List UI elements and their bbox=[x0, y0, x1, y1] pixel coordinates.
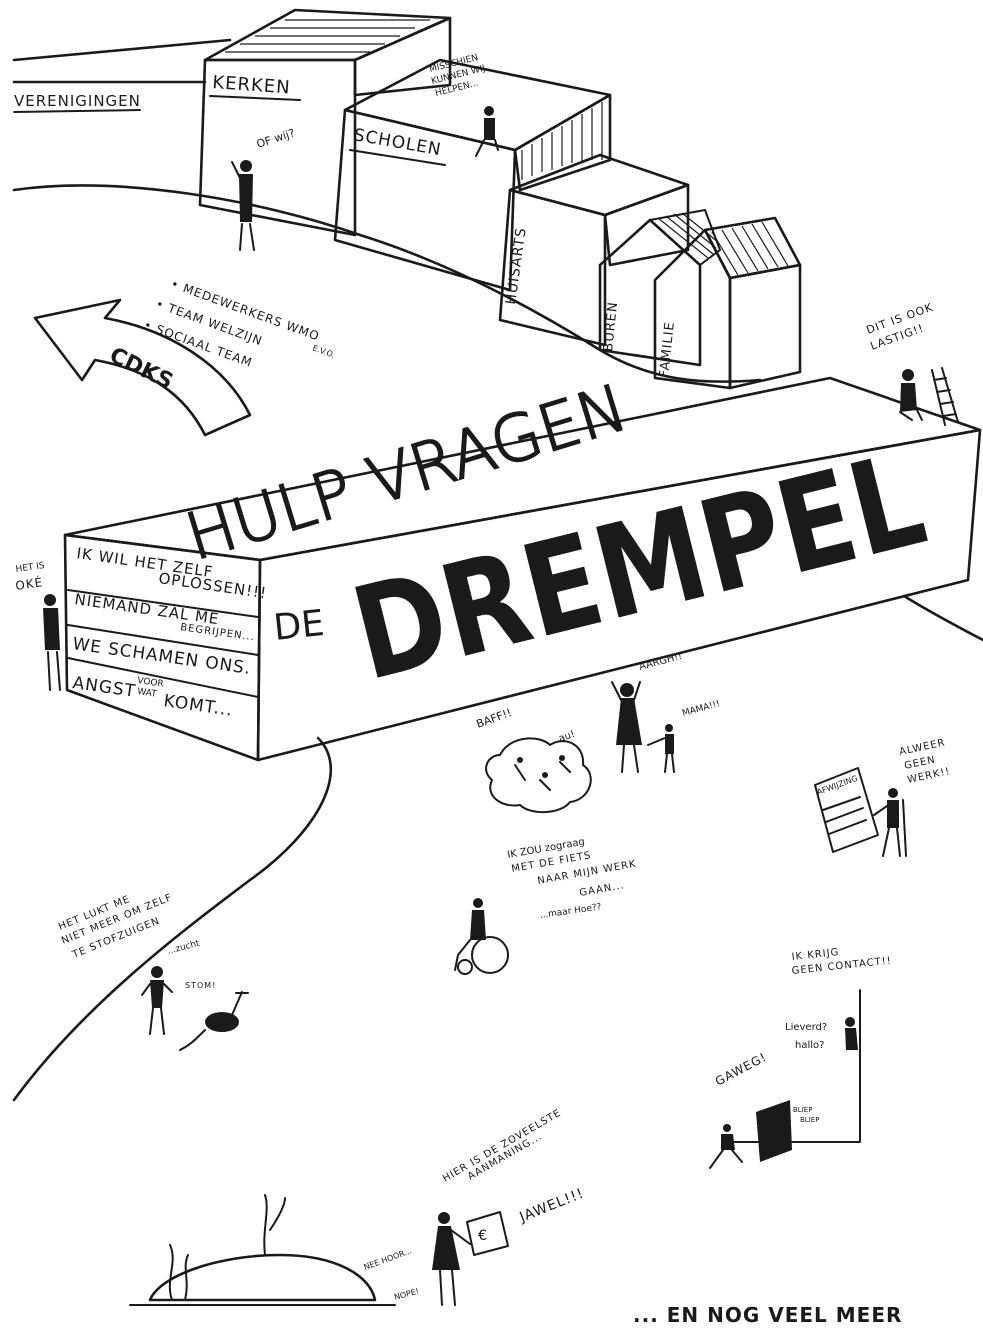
svg-text:OKÉ: OKÉ bbox=[14, 574, 44, 593]
speech-au: au! bbox=[557, 729, 576, 745]
speech-aargh: AARGH!! bbox=[638, 651, 684, 673]
figure-woman-shouting bbox=[612, 682, 642, 772]
svg-text:WE SCHAMEN ONS.: WE SCHAMEN ONS. bbox=[71, 634, 252, 679]
speech-aanmaning: HIER IS DE ZOVEELSTE AANMANING... bbox=[441, 1108, 563, 1185]
speech-alweer: ALWEER GEEN WERK!! bbox=[898, 737, 951, 786]
svg-text:NIEMAND ZAL ME: NIEMAND ZAL ME bbox=[73, 590, 220, 628]
figure-aanmaning bbox=[432, 1212, 470, 1305]
label-familie: FAMILIE bbox=[657, 321, 678, 379]
figure-wheelchair bbox=[455, 898, 508, 974]
footer-text: ... EN NOG VEEL MEER bbox=[633, 1303, 902, 1327]
figure-scholen-roof bbox=[476, 106, 498, 156]
svg-text:IK KRIJG: IK KRIJG bbox=[791, 947, 840, 963]
speech-stom: STOM! bbox=[185, 981, 216, 990]
speech-maar-hoe: ...maar Hoe?? bbox=[539, 902, 602, 921]
svg-text:BLIEP: BLIEP bbox=[800, 1116, 819, 1124]
speech-het-is-oke: HET IS OKÉ bbox=[14, 561, 45, 593]
arrow-items: • MEDEWERKERS WMO E.V.O. • TEAM WELZIJN … bbox=[142, 277, 336, 370]
road-right-edge bbox=[904, 596, 983, 640]
speech-baff: BAFF!! bbox=[475, 706, 514, 731]
figure-afwijzing bbox=[874, 788, 906, 856]
figure-gaweg bbox=[710, 1124, 742, 1168]
figure-beam-left bbox=[43, 594, 60, 690]
aanmaning-euro: € bbox=[478, 1228, 487, 1244]
building-huisarts: HUISARTS bbox=[500, 155, 688, 345]
label-kerken: KERKEN bbox=[212, 72, 292, 98]
speech-bliep: BLIEP BLIEP bbox=[793, 1106, 819, 1124]
figure-contact bbox=[845, 1017, 858, 1050]
arrow-item-suffix: E.V.O. bbox=[311, 343, 336, 359]
label-verenigingen: VERENIGINGEN bbox=[14, 92, 141, 110]
rock bbox=[130, 1195, 395, 1305]
svg-text:BLIEP: BLIEP bbox=[793, 1106, 812, 1114]
speech-lieverd: Lieverd? bbox=[785, 1022, 827, 1033]
speech-hallo: hallo? bbox=[795, 1040, 824, 1051]
road-left-edge bbox=[14, 738, 331, 1100]
horizon-line bbox=[14, 40, 230, 60]
svg-text:KOMT...: KOMT... bbox=[162, 691, 234, 721]
speech-of-wij: OF wij? bbox=[255, 126, 297, 151]
svg-text:ALWEER: ALWEER bbox=[898, 737, 946, 758]
figure-kerken bbox=[232, 160, 254, 250]
speech-nope: NOPE! bbox=[393, 1287, 420, 1302]
svg-text:HET IS: HET IS bbox=[15, 561, 46, 575]
figure-vacuum bbox=[142, 966, 172, 1034]
figure-beam-right bbox=[900, 368, 958, 425]
speech-mama: MAMA!!! bbox=[681, 699, 721, 719]
laptop bbox=[756, 1100, 792, 1162]
svg-text:GAAN...: GAAN... bbox=[579, 880, 626, 899]
figure-child bbox=[648, 724, 674, 772]
svg-text:WAT: WAT bbox=[137, 687, 158, 700]
svg-text:HIER IS DE ZOVEELSTE: HIER IS DE ZOVEELSTE bbox=[441, 1108, 563, 1185]
building-scholen: SCHOLEN bbox=[335, 60, 610, 290]
fight-cloud bbox=[486, 738, 591, 812]
speech-stofzuigen: HET LUKT ME NIET MEER OM ZELF TE STOFZUI… bbox=[57, 892, 174, 961]
aanmaning-card bbox=[467, 1212, 508, 1255]
vacuum-cleaner bbox=[180, 992, 248, 1050]
beam-side-text: IK WIL HET ZELF OPLOSSEN!!! NIEMAND ZAL … bbox=[71, 544, 268, 721]
beam-front-small: DE bbox=[272, 603, 326, 649]
speech-fiets: IK ZOU zograag MET DE FIETS NAAR MIJN WE… bbox=[507, 837, 638, 899]
speech-misschien: MISSCHIEN KUNNEN WIJ HELPEN... bbox=[428, 53, 486, 99]
speech-gaweg: GAWEG! bbox=[713, 1050, 769, 1089]
building-verenigingen: VERENIGINGEN bbox=[14, 82, 205, 112]
speech-contact: IK KRIJG GEEN CONTACT!! bbox=[791, 947, 892, 977]
speech-nee-hoor: NEE HOOR... bbox=[363, 1246, 413, 1272]
arrow-label: CDKS bbox=[105, 343, 176, 395]
speech-dit-is-ook: DIT IS OOK LASTIG!! bbox=[865, 301, 935, 353]
svg-text:ANGST: ANGST bbox=[71, 673, 137, 702]
speech-jawel: JAWEL!!! bbox=[517, 1185, 587, 1226]
